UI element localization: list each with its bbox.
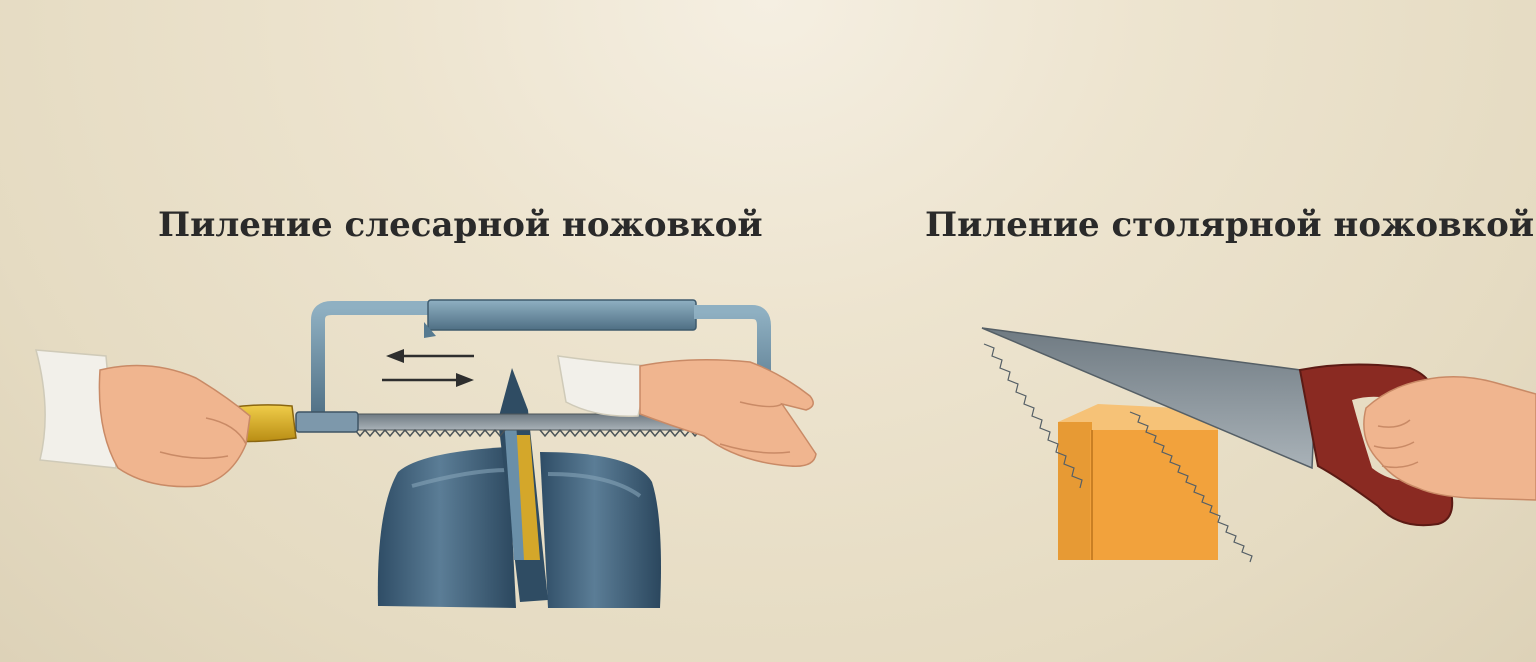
caption-metal-hacksaw: Пиление слесарной ножовкой xyxy=(158,205,763,245)
left-hand-icon xyxy=(35,349,251,488)
wood-block-icon xyxy=(1058,404,1218,560)
gripping-hand-icon xyxy=(1363,376,1536,501)
vise-icon xyxy=(377,447,661,608)
caption-wood-handsaw: Пиление столярной ножовкой xyxy=(925,205,1535,245)
right-hand-icon xyxy=(557,355,817,467)
motion-arrows-icon xyxy=(382,349,474,387)
